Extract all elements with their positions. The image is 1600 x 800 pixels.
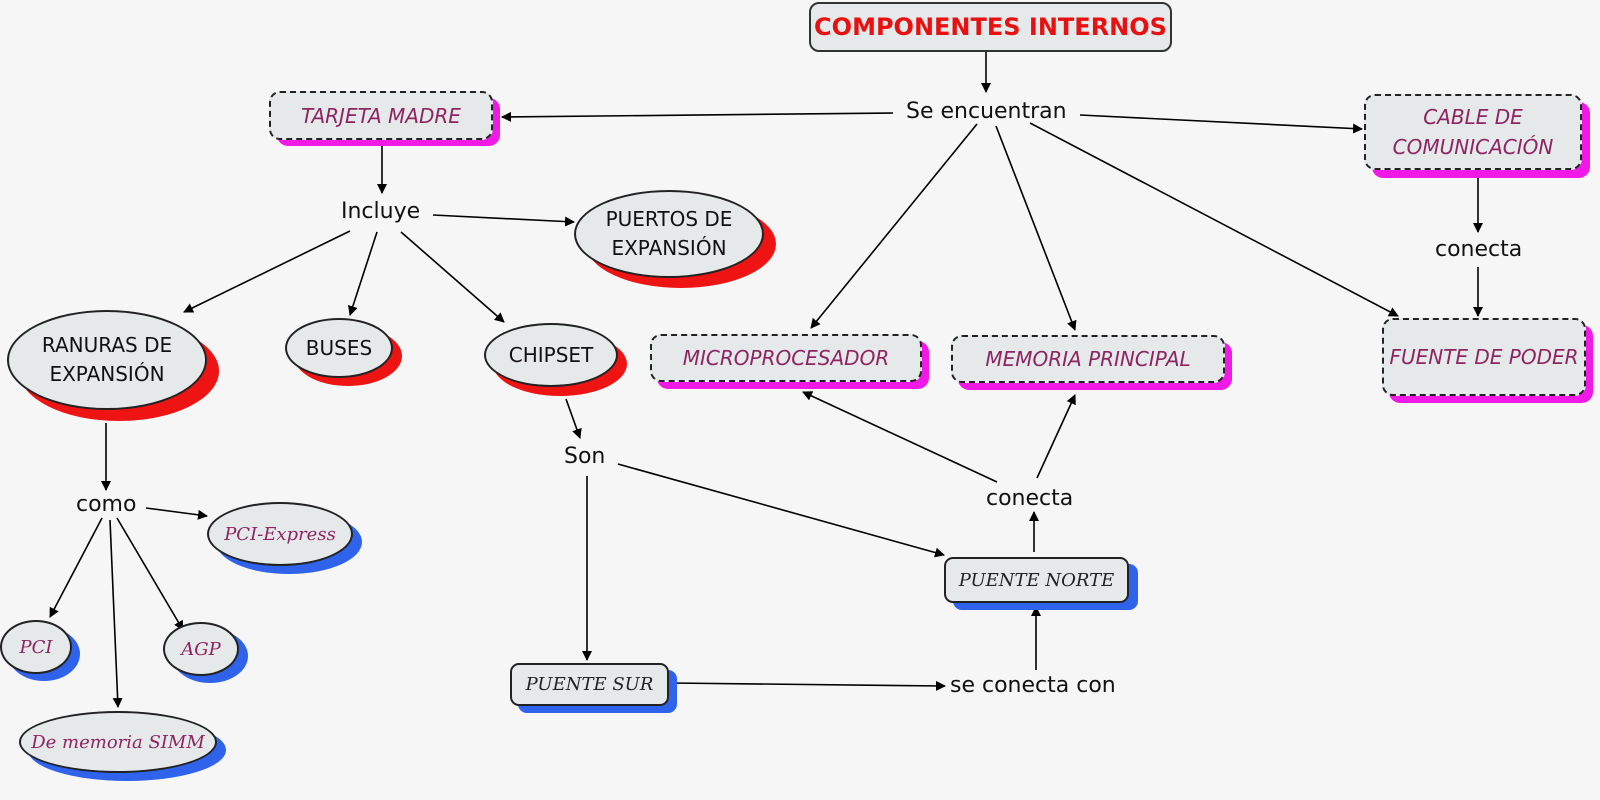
link-incluye: Incluye [341,199,421,224]
fuente-poder-label: FUENTE DE PODER [1389,345,1579,369]
arrow-chipset-to-son [565,398,582,439]
arrow-to-cable-comunicacion [1079,114,1363,134]
memoria-principal-node: MEMORIA PRINCIPAL [951,335,1225,383]
pci-label: PCI [19,636,53,658]
arrow-como-to-simm [109,519,123,708]
arrow-to-tarjeta-madre [501,111,894,122]
link-se-conecta-con: se conecta con [950,673,1116,698]
microprocesador-label: MICROPROCESADOR [682,346,890,370]
memoria-principal-label: MEMORIA PRINCIPAL [985,347,1191,371]
arrow-incluye-to-ranuras [183,230,351,313]
puente-sur-label: PUENTE SUR [525,674,654,695]
buses-node: BUSES [285,318,393,378]
link-se-encuentran: Se encuentran [906,99,1067,124]
title-text: COMPONENTES INTERNOS [814,13,1167,41]
arrow-como-to-pci-express [145,507,208,520]
tarjeta-madre-label: TARJETA MADRE [301,103,461,128]
chipset-label: CHIPSET [508,342,594,367]
memoria-simm-node: De memoria SIMM [19,711,217,773]
ranuras-expansion-label: RANURAS DE EXPANSIÓN [41,333,173,386]
tarjeta-madre-node: TARJETA MADRE [269,91,493,140]
memoria-simm-label: De memoria SIMM [31,731,205,753]
link-son: Son [564,444,606,469]
pci-node: PCI [0,620,72,674]
puertos-expansion-node: PUERTOS DE EXPANSIÓN [574,190,764,278]
ranuras-expansion-node: RANURAS DE EXPANSIÓN [7,310,207,410]
link-conecta-top: conecta [1435,237,1523,262]
cable-comunicacion-label: CABLE DE COMUNICACIÓN [1392,105,1554,159]
agp-node: AGP [163,622,239,676]
puente-norte-node: PUENTE NORTE [944,557,1129,603]
puente-norte-label: PUENTE NORTE [958,569,1115,591]
arrow-son-to-puente-norte [617,463,945,558]
title-box: COMPONENTES INTERNOS [809,2,1172,52]
arrow-to-memoria-principal [995,125,1077,331]
link-como: como [76,492,137,517]
buses-label: BUSES [305,335,373,360]
fuente-poder-node: FUENTE DE PODER [1382,318,1586,396]
arrow-to-microprocesador [810,123,978,329]
arrow-conecta-to-memoria [1036,394,1076,479]
agp-label: AGP [181,638,221,660]
microprocesador-node: MICROPROCESADOR [650,334,922,382]
arrow-como-to-pci [49,517,103,618]
cable-comunicacion-node: CABLE DE COMUNICACIÓN [1364,94,1582,170]
arrow-incluye-to-chipset [400,231,505,323]
arrow-incluye-to-buses [348,231,378,316]
arrow-incluye-to-puertos [432,214,575,227]
arrow-como-to-agp [116,517,184,631]
pci-express-node: PCI-Express [207,502,353,566]
pci-express-label: PCI-Express [224,523,336,545]
link-conecta-mid: conecta [986,486,1074,511]
arrow-conecta-to-microprocesador [802,391,998,483]
puertos-expansion-label: PUERTOS DE EXPANSIÓN [605,207,733,260]
chipset-node: CHIPSET [484,323,618,387]
puente-sur-node: PUENTE SUR [510,663,669,706]
arrow-puente-sur-to-se-conecta [669,680,946,691]
arrow-to-fuente-poder [1029,122,1399,317]
